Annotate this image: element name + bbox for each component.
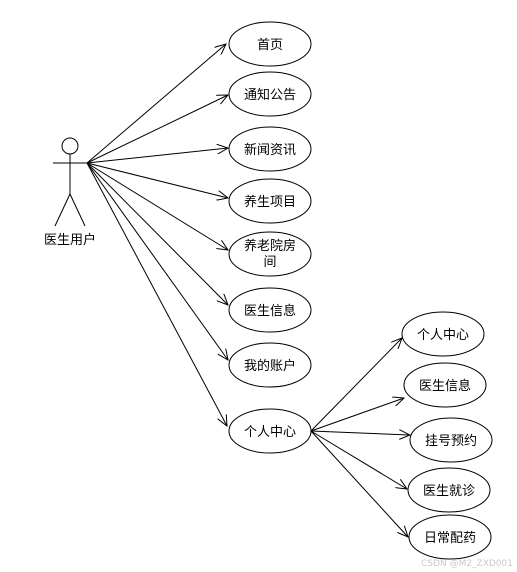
association-arrow-news xyxy=(86,148,228,164)
use-case-label: 个人中心 xyxy=(244,425,296,440)
use-case-center[interactable]: 个人中心 xyxy=(228,408,312,454)
actor-head xyxy=(61,137,79,155)
center-associations xyxy=(310,338,410,537)
association-arrow-center xyxy=(86,162,227,426)
use-case-label: 养老院房间 xyxy=(244,238,296,270)
association-arrow-c-visit xyxy=(310,430,407,489)
association-arrow-doctor xyxy=(86,162,228,305)
use-case-account[interactable]: 我的账户 xyxy=(228,342,312,388)
association-arrow-home xyxy=(86,44,226,164)
association-arrow-c-center xyxy=(310,338,402,432)
sub-use-case-medicine[interactable]: 日常配药 xyxy=(408,514,492,560)
watermark-text: CSDN @M2_ZXD001 xyxy=(421,559,513,569)
use-case-news[interactable]: 新闻资讯 xyxy=(228,126,312,172)
association-arrow-room xyxy=(86,162,228,250)
use-case-label: 养生项目 xyxy=(244,194,296,210)
use-case-label: 医生信息 xyxy=(419,378,471,394)
use-case-label: 医生就诊 xyxy=(423,484,475,499)
use-case-health[interactable]: 养生项目 xyxy=(228,178,312,224)
sub-use-case-visit[interactable]: 医生就诊 xyxy=(407,467,491,513)
actor-left-leg xyxy=(54,193,71,227)
association-arrow-c-medicine xyxy=(310,430,408,537)
association-arrow-notice xyxy=(86,95,228,164)
use-case-label: 通知公告 xyxy=(244,87,296,103)
use-case-label: 个人中心 xyxy=(417,328,469,343)
actor-right-leg xyxy=(69,193,86,227)
association-arrow-health xyxy=(86,162,228,198)
use-case-room[interactable]: 养老院房间 xyxy=(228,231,312,277)
use-case-notice[interactable]: 通知公告 xyxy=(228,71,312,117)
use-case-home[interactable]: 首页 xyxy=(228,21,312,67)
sub-use-case-doctor[interactable]: 医生信息 xyxy=(403,362,487,408)
use-case-label: 首页 xyxy=(257,38,283,53)
use-case-label: 医生信息 xyxy=(244,303,296,319)
association-arrow-account xyxy=(86,162,228,360)
actor-label: 医生用户 xyxy=(44,232,96,248)
use-case-label: 日常配药 xyxy=(424,531,476,546)
sub-use-case-center[interactable]: 个人中心 xyxy=(401,311,485,357)
use-case-label: 挂号预约 xyxy=(425,434,477,449)
use-case-label: 我的账户 xyxy=(244,358,296,374)
association-arrow-c-doctor xyxy=(310,398,404,432)
use-case-doctor[interactable]: 医生信息 xyxy=(228,287,312,333)
actor-figure xyxy=(53,137,87,227)
actor-associations xyxy=(86,44,228,426)
association-arrow-c-register xyxy=(310,431,410,435)
use-case-label: 新闻资讯 xyxy=(244,142,296,158)
sub-use-case-register[interactable]: 挂号预约 xyxy=(409,417,493,463)
